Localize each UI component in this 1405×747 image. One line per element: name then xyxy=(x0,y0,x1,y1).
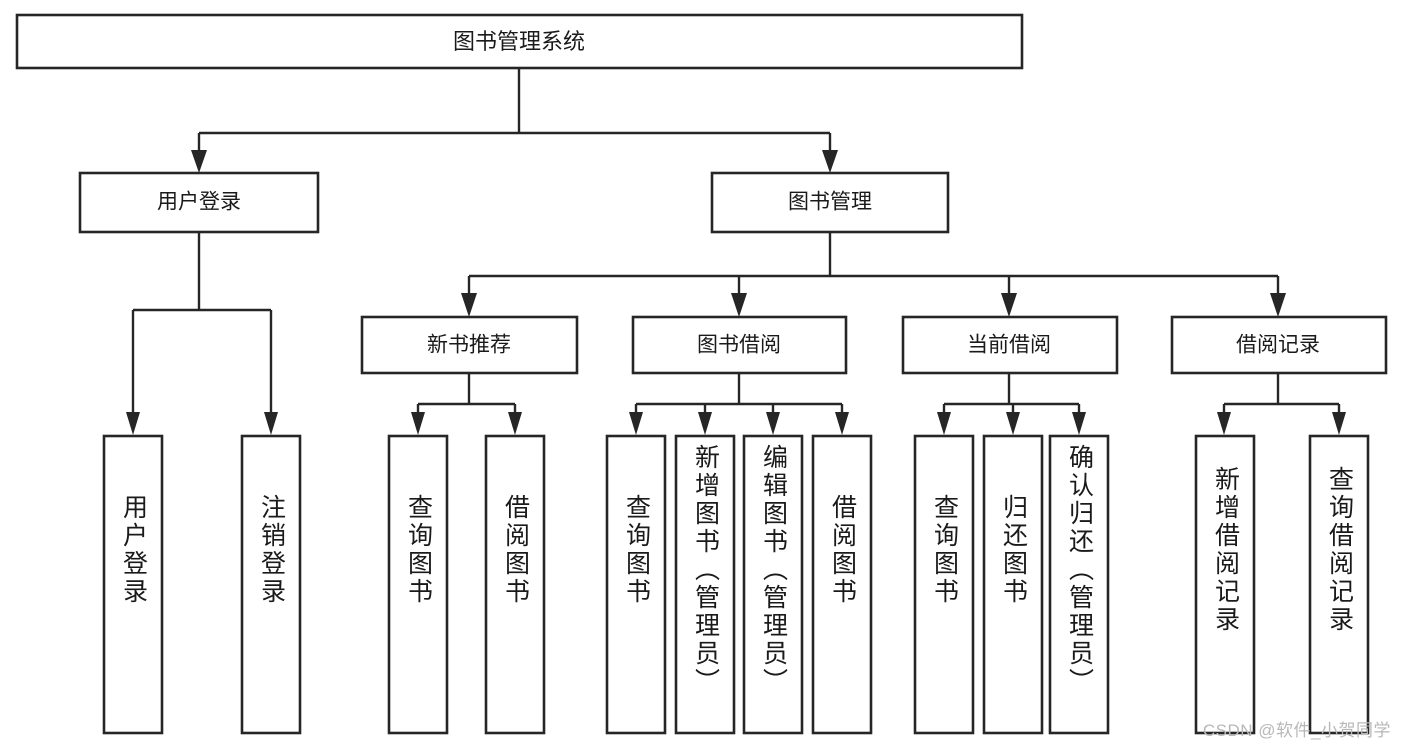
leaf-box-query-book-3[interactable] xyxy=(913,434,975,735)
leaf-box-confirm-return-admin[interactable] xyxy=(1048,434,1110,735)
node-user-login[interactable]: 用户登录 xyxy=(78,171,320,234)
arrow-head-icon xyxy=(731,293,747,317)
leaf-box-query-book-1[interactable] xyxy=(387,434,449,735)
node-book-borrow[interactable]: 图书借阅 xyxy=(631,315,848,375)
arrow-head-icon xyxy=(766,412,780,435)
node-label-current-borrow: 当前借阅 xyxy=(967,334,1051,357)
arrow-head-icon xyxy=(1217,412,1231,435)
node-box-book-borrow[interactable] xyxy=(631,315,848,375)
node-root[interactable]: 图书管理系统 xyxy=(15,13,1024,70)
arrow-head-icon xyxy=(1332,412,1346,435)
node-label-book-borrow: 图书借阅 xyxy=(697,334,781,357)
node-current-borrow[interactable]: 当前借阅 xyxy=(901,315,1119,375)
node-box-borrow-record[interactable] xyxy=(1170,315,1388,375)
arrow-head-icon xyxy=(835,412,849,435)
node-label-book-management: 图书管理 xyxy=(788,191,872,214)
node-box-new-book-recommend[interactable] xyxy=(360,315,579,375)
node-box-root[interactable] xyxy=(15,13,1024,70)
arrow-head-icon xyxy=(698,412,712,435)
leaf-box-logout[interactable] xyxy=(240,434,302,735)
node-box-book-management[interactable] xyxy=(710,171,950,234)
leaf-box-add-borrow-record[interactable] xyxy=(1194,434,1256,735)
leaf-box-borrow-book-2[interactable] xyxy=(811,434,873,735)
node-borrow-record[interactable]: 借阅记录 xyxy=(1170,315,1388,375)
node-box-current-borrow[interactable] xyxy=(901,315,1119,375)
leaf-box-edit-book-admin[interactable] xyxy=(742,434,804,735)
arrow-head-icon xyxy=(629,412,643,435)
arrow-head-icon xyxy=(508,412,522,435)
leaf-box-query-borrow-record[interactable] xyxy=(1308,434,1370,735)
node-label-root: 图书管理系统 xyxy=(453,29,585,54)
arrow-head-icon xyxy=(264,412,278,435)
node-box-user-login[interactable] xyxy=(78,171,320,234)
arrow-head-icon xyxy=(822,150,838,173)
arrow-head-icon xyxy=(126,412,140,435)
node-label-borrow-record: 借阅记录 xyxy=(1236,334,1320,357)
arrow-head-icon xyxy=(1072,412,1086,435)
leaf-box-borrow-book-1[interactable] xyxy=(484,434,546,735)
arrow-head-icon xyxy=(937,412,951,435)
arrow-head-icon xyxy=(411,412,425,435)
node-new-book-recommend[interactable]: 新书推荐 xyxy=(360,315,579,375)
connector-layer xyxy=(126,68,1346,435)
arrow-head-icon xyxy=(191,150,207,173)
leaf-box-user-login[interactable] xyxy=(102,434,164,735)
arrow-head-icon xyxy=(1001,293,1017,317)
arrow-head-icon xyxy=(1006,412,1020,435)
leaf-box-add-book-admin[interactable] xyxy=(674,434,736,735)
watermark: CSDN @软件_小贺同学 xyxy=(1202,721,1391,740)
arrow-head-icon xyxy=(1270,293,1286,317)
node-book-management[interactable]: 图书管理 xyxy=(710,171,950,234)
leaf-box-query-book-2[interactable] xyxy=(605,434,667,735)
arrow-head-icon xyxy=(461,293,477,317)
leaf-box-return-book[interactable] xyxy=(982,434,1044,735)
node-label-new-book-recommend: 新书推荐 xyxy=(427,334,511,357)
leaf-node-layer xyxy=(102,434,1370,735)
node-label-user-login: 用户登录 xyxy=(157,191,241,214)
